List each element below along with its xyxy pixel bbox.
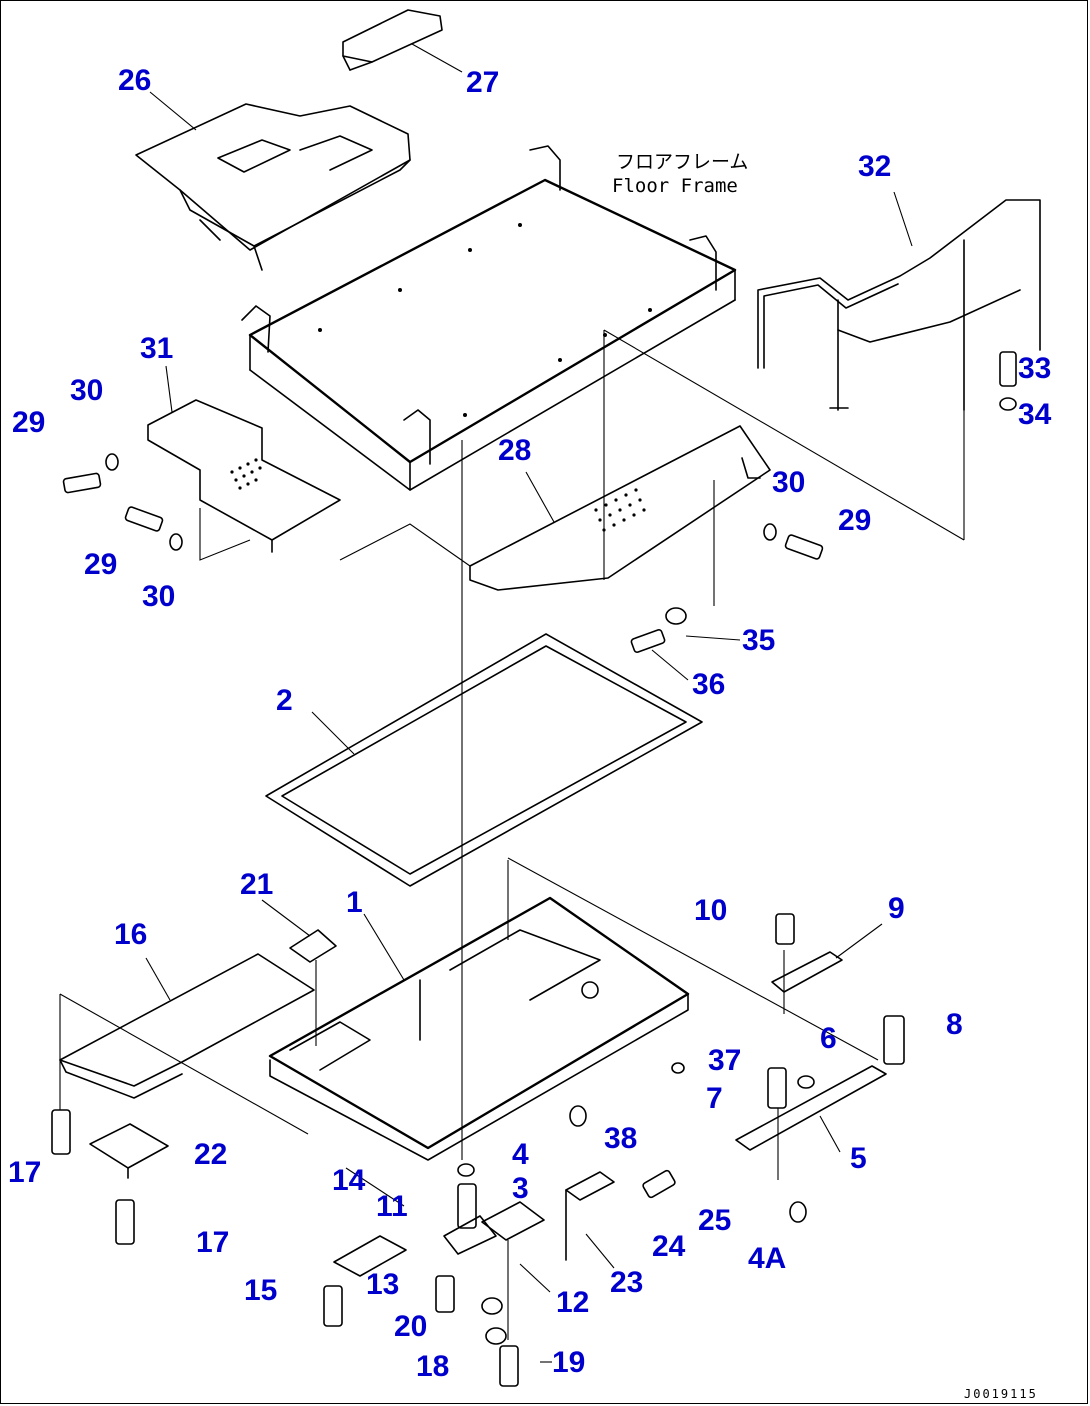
callout-26: 26 — [118, 64, 151, 97]
callout-4A: 4A — [748, 1242, 786, 1275]
part-16-side-panel — [59, 953, 315, 1099]
callout-27: 27 — [466, 66, 499, 99]
callout-29-c: 29 — [84, 548, 117, 581]
callout-4: 4 — [512, 1138, 529, 1171]
callout-10: 10 — [694, 894, 727, 927]
callout-30-b: 30 — [772, 466, 805, 499]
part-2-gasket-frame — [265, 633, 703, 887]
callout-2: 2 — [276, 684, 293, 717]
part-31-left-cover — [147, 399, 341, 553]
callout-25: 25 — [698, 1204, 731, 1237]
part-5-strap — [735, 1065, 887, 1151]
part-11-bracket — [443, 1215, 497, 1255]
callout-24: 24 — [652, 1230, 686, 1263]
callout-20: 20 — [394, 1310, 427, 1343]
callout-15: 15 — [244, 1274, 277, 1307]
callout-23: 23 — [610, 1266, 643, 1299]
callout-37: 37 — [708, 1044, 741, 1077]
callout-22: 22 — [194, 1138, 227, 1171]
callout-35: 35 — [742, 624, 775, 657]
callout-1: 1 — [346, 886, 363, 919]
callout-32: 32 — [858, 150, 891, 183]
callout-9: 9 — [888, 892, 905, 925]
part-31-vent-grid — [230, 458, 262, 490]
callout-30-a: 30 — [70, 374, 103, 407]
part-28-vent-grid — [594, 488, 646, 532]
part-14-plate — [333, 1235, 407, 1277]
part-12-bracket — [481, 1201, 545, 1241]
callout-18: 18 — [416, 1350, 449, 1383]
callout-16: 16 — [114, 918, 147, 951]
callout-8: 8 — [946, 1008, 963, 1041]
part-32-handrail — [757, 199, 1041, 411]
part-22-bracket — [89, 1123, 169, 1179]
callout-31: 31 — [140, 332, 173, 365]
callout-7: 7 — [706, 1082, 723, 1115]
callout-29-b: 29 — [838, 504, 871, 537]
part-23-plate — [565, 1171, 615, 1261]
callout-30-c: 30 — [142, 580, 175, 613]
callout-5: 5 — [850, 1142, 867, 1175]
floor-frame-label-jp: フロアフレーム — [616, 151, 748, 173]
part-26-floor-mat — [135, 103, 411, 271]
drawing-code: J0019115 — [964, 1387, 1038, 1401]
callout-33: 33 — [1018, 352, 1051, 385]
floor-frame — [241, 145, 737, 491]
callout-3: 3 — [512, 1172, 529, 1205]
callout-19: 19 — [552, 1346, 585, 1379]
callout-6: 6 — [820, 1022, 837, 1055]
part-9-bracket — [771, 951, 843, 993]
callout-34: 34 — [1018, 398, 1052, 431]
callout-13: 13 — [366, 1268, 399, 1301]
floor-frame-label-en: Floor Frame — [612, 175, 738, 197]
callouts: 26 27 32 31 30 29 33 34 28 30 29 29 30 3… — [8, 64, 1052, 1383]
part-28-right-cover — [469, 425, 771, 591]
callout-38: 38 — [604, 1122, 637, 1155]
part-21-pad — [289, 929, 337, 963]
callout-36: 36 — [692, 668, 725, 701]
part-27-plate — [342, 9, 443, 71]
callout-11: 11 — [376, 1190, 408, 1223]
callout-28: 28 — [498, 434, 531, 467]
callout-12: 12 — [556, 1286, 589, 1319]
fasteners — [51, 351, 1017, 1387]
callout-21: 21 — [240, 868, 273, 901]
callout-29-a: 29 — [12, 406, 45, 439]
callout-17-b: 17 — [196, 1226, 229, 1259]
callout-17-a: 17 — [8, 1156, 41, 1189]
callout-14: 14 — [332, 1164, 366, 1197]
part-1-floor-plate — [268, 896, 690, 1161]
leader-lines — [59, 43, 965, 1340]
